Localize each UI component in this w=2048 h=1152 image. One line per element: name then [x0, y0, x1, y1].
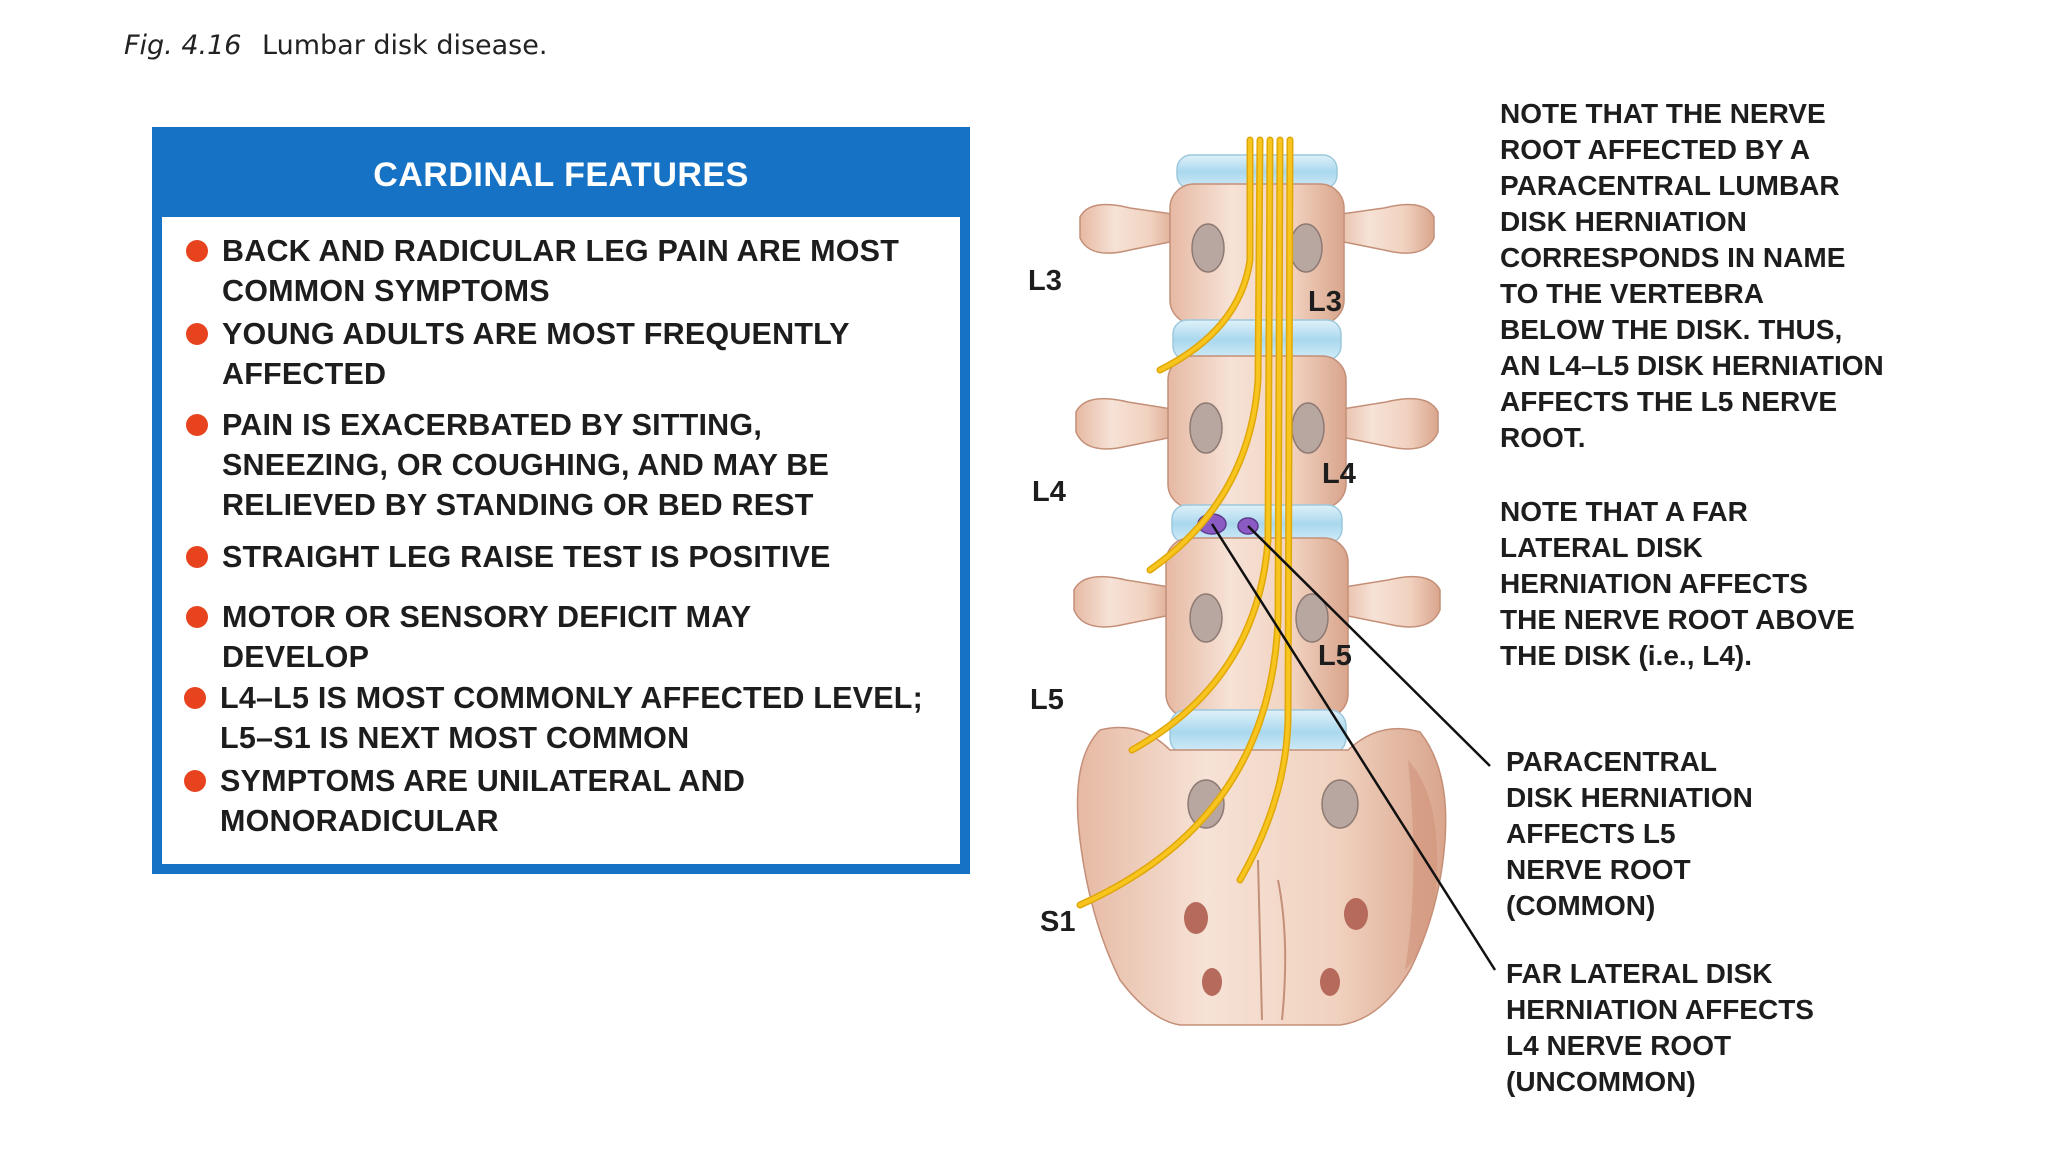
feature-item: L4–L5 IS MOST COMMONLY AFFECTED LEVEL; L…: [184, 678, 950, 758]
callout-line: NERVE ROOT: [1506, 854, 1691, 885]
feature-text: PAIN IS EXACERBATED BY SITTING, SNEEZING…: [222, 408, 830, 522]
feature-item: YOUNG ADULTS ARE MOST FREQUENTLY AFFECTE…: [186, 314, 950, 394]
sacrum: [1076, 726, 1447, 1026]
note-line: ROOT.: [1500, 422, 1586, 453]
level-label-l5: L5: [1030, 684, 1064, 716]
callout-far-lateral: FAR LATERAL DISK HERNIATION AFFECTS L4 N…: [1506, 956, 1814, 1100]
callout-line: FAR LATERAL DISK: [1506, 958, 1773, 989]
cardinal-features-list: BACK AND RADICULAR LEG PAIN ARE MOST COM…: [162, 217, 960, 864]
note-line: NOTE THAT THE NERVE: [1500, 98, 1826, 129]
figure-title: Lumbar disk disease.: [262, 30, 548, 61]
cardinal-features-panel: CARDINAL FEATURES BACK AND RADICULAR LEG…: [152, 127, 970, 874]
callout-paracentral: PARACENTRAL DISK HERNIATION AFFECTS L5 N…: [1506, 744, 1753, 924]
figure-number: Fig. 4.16: [124, 30, 242, 61]
feature-item: SYMPTOMS ARE UNILATERAL AND MONORADICULA…: [184, 761, 950, 841]
bullet-icon: [186, 606, 208, 628]
cardinal-features-header: CARDINAL FEATURES: [373, 156, 749, 194]
note-line: THE DISK (i.e., L4).: [1500, 640, 1753, 671]
vertebra-label-l5: L5: [1318, 640, 1352, 672]
feature-item: PAIN IS EXACERBATED BY SITTING, SNEEZING…: [186, 405, 950, 525]
bullet-icon: [186, 546, 208, 568]
far-lateral-leader: [1210, 523, 1497, 971]
callout-line: AFFECTS L5: [1506, 818, 1676, 849]
nerve-roots: [1076, 136, 1294, 909]
bullet-icon: [186, 240, 208, 262]
feature-text: L4–L5 IS MOST COMMONLY AFFECTED LEVEL; L…: [220, 681, 923, 755]
vertebra-l5: [1073, 537, 1441, 719]
note-line: THE NERVE ROOT ABOVE: [1500, 604, 1855, 635]
note-line: BELOW THE DISK. THUS,: [1500, 314, 1843, 345]
feature-text: YOUNG ADULTS ARE MOST FREQUENTLY AFFECTE…: [222, 317, 850, 391]
note-line: AN L4–L5 DISK HERNIATION: [1500, 350, 1884, 381]
feature-text: MOTOR OR SENSORY DEFICIT MAY DEVELOP: [222, 600, 751, 674]
callout-line: HERNIATION AFFECTS: [1506, 994, 1814, 1025]
feature-text: SYMPTOMS ARE UNILATERAL AND MONORADICULA…: [220, 764, 746, 838]
lumbar-spine-diagram: L3 L4 L5 S1 L3 L4 L5: [1000, 120, 1520, 1040]
note-line: LATERAL DISK: [1500, 532, 1703, 563]
feature-item: MOTOR OR SENSORY DEFICIT MAY DEVELOP: [186, 597, 950, 677]
feature-text: STRAIGHT LEG RAISE TEST IS POSITIVE: [222, 540, 831, 574]
level-label-l4: L4: [1032, 476, 1066, 508]
vertebra-l4: [1075, 355, 1439, 509]
callout-line: PARACENTRAL: [1506, 746, 1718, 777]
lumbar-spine-illustration: [1073, 136, 1497, 1026]
feature-item: STRAIGHT LEG RAISE TEST IS POSITIVE: [186, 537, 950, 577]
note-line: NOTE THAT A FAR: [1500, 496, 1748, 527]
note-line: AFFECTS THE L5 NERVE: [1500, 386, 1838, 417]
feature-item: BACK AND RADICULAR LEG PAIN ARE MOST COM…: [186, 231, 950, 311]
note-line: PARACENTRAL LUMBAR: [1500, 170, 1840, 201]
level-label-l3: L3: [1028, 265, 1062, 297]
level-label-s1: S1: [1040, 906, 1076, 938]
leader-lines: [1210, 523, 1497, 971]
bullet-icon: [184, 770, 206, 792]
note-line: DISK HERNIATION: [1500, 206, 1747, 237]
vertebra-label-l3: L3: [1308, 286, 1342, 318]
callout-line: DISK HERNIATION: [1506, 782, 1753, 813]
callout-line: (UNCOMMON): [1506, 1066, 1696, 1097]
note-line: TO THE VERTEBRA: [1500, 278, 1764, 309]
note-line: ROOT AFFECTED BY A: [1500, 134, 1811, 165]
figure-caption: Fig. 4.16 Lumbar disk disease.: [124, 30, 547, 61]
bullet-icon: [186, 414, 208, 436]
callout-line: (COMMON): [1506, 890, 1656, 921]
feature-text: BACK AND RADICULAR LEG PAIN ARE MOST COM…: [222, 234, 900, 308]
bullet-icon: [186, 323, 208, 345]
note-line: HERNIATION AFFECTS: [1500, 568, 1808, 599]
callout-line: L4 NERVE ROOT: [1506, 1030, 1732, 1061]
paracentral-leader: [1247, 525, 1491, 767]
bullet-icon: [184, 687, 206, 709]
note-far-lateral-rule: NOTE THAT A FAR LATERAL DISK HERNIATION …: [1500, 494, 1855, 674]
note-line: CORRESPONDS IN NAME: [1500, 242, 1846, 273]
vertebra-label-l4: L4: [1322, 458, 1356, 490]
note-paracentral-rule: NOTE THAT THE NERVE ROOT AFFECTED BY A P…: [1500, 96, 1884, 456]
